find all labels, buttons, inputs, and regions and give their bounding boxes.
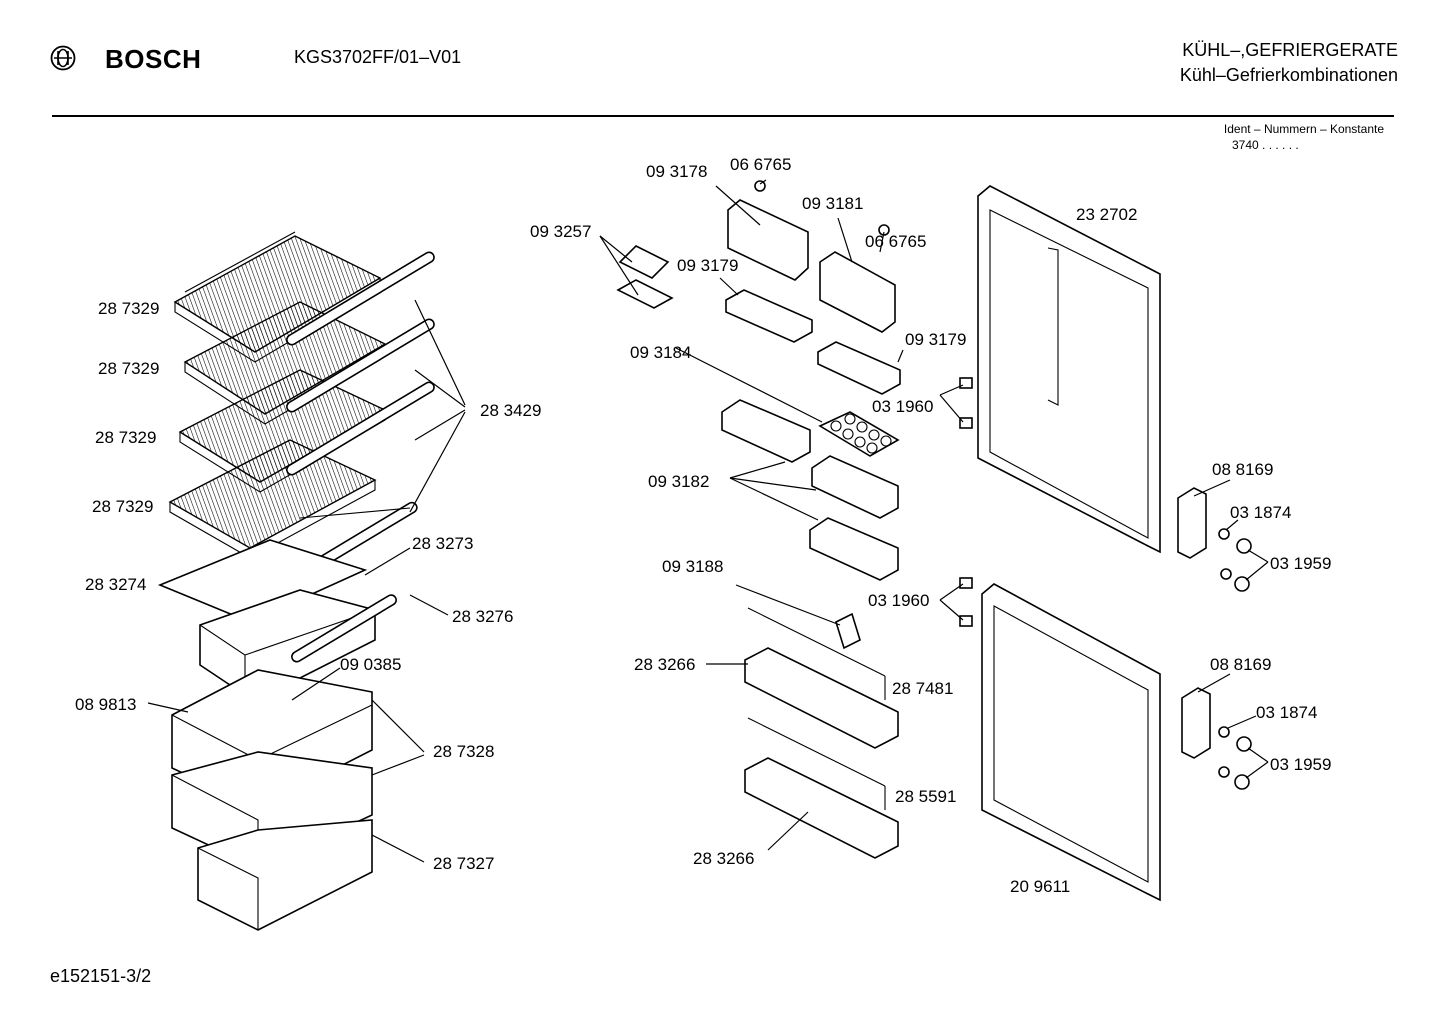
- part-labels-right: 23 2702 20 9611 08 8169 03 1874 03 1959 …: [1010, 205, 1331, 896]
- label-screw-top-1: 06 6765: [730, 155, 791, 174]
- door-shelf-upper: [744, 607, 899, 749]
- label-shelf-2: 28 7329: [98, 359, 159, 378]
- glass-plate: [157, 539, 368, 623]
- small-door-shelves: [725, 289, 901, 395]
- leader-lines-right: [1193, 479, 1269, 779]
- category-title: KÜHL–,GEFRIERGERATE: [1182, 40, 1398, 60]
- bosch-logo-icon: [50, 45, 76, 71]
- label-hinge-pin-upper: 03 1960: [872, 397, 933, 416]
- ident-label: Ident – Nummern – Konstante: [1223, 122, 1384, 136]
- part-labels-middle: 09 3178 06 6765 09 3181 06 6765 09 3257 …: [530, 155, 966, 868]
- label-shelf-1: 28 7329: [98, 299, 159, 318]
- shelf-trim-strips: [286, 251, 435, 586]
- leader-lines-left: [147, 299, 466, 863]
- leader-lines-middle: [599, 179, 964, 851]
- label-hinge-pin-lower: 03 1960: [868, 591, 929, 610]
- label-crisper-cover: 28 3273: [412, 534, 473, 553]
- label-handle-upper: 08 8169: [1212, 460, 1273, 479]
- label-bar-upper: 28 7481: [892, 679, 953, 698]
- door-bins: [721, 399, 899, 581]
- small-screws-middle: [754, 180, 973, 627]
- label-screw-handle-upper: 03 1874: [1230, 503, 1291, 522]
- label-cap-upper: 03 1959: [1270, 554, 1331, 573]
- handle-screws-caps: [1218, 528, 1252, 790]
- freezer-door-lower: [981, 583, 1161, 902]
- label-clip: 09 3188: [662, 557, 723, 576]
- label-ice-scoop: 09 0385: [340, 655, 401, 674]
- ident-value: 3740 . . . . . .: [1232, 138, 1299, 152]
- label-shelf-small-2: 09 3179: [905, 330, 966, 349]
- label-cap-lower: 03 1959: [1270, 755, 1331, 774]
- label-handle-lower: 08 8169: [1210, 655, 1271, 674]
- label-shelf-3: 28 7329: [95, 428, 156, 447]
- part-labels-left: 28 7329 28 7329 28 7329 28 7329 28 3429 …: [75, 299, 541, 873]
- label-crisper-trim: 28 3276: [452, 607, 513, 626]
- model-number: KGS3702FF/01–V01: [294, 47, 462, 67]
- label-shelf-small-1: 09 3179: [677, 256, 738, 275]
- label-screw-top-2: 06 6765: [865, 232, 926, 251]
- label-butter-lid: 09 3178: [646, 162, 707, 181]
- label-door-lower: 20 9611: [1010, 877, 1070, 896]
- drawing-id: e152151-3/2: [50, 966, 152, 986]
- label-screw-handle-lower: 03 1874: [1256, 703, 1317, 722]
- freezer-drawer-2: [171, 751, 373, 869]
- crisper-box: [199, 589, 397, 696]
- label-door-bins: 09 3182: [648, 472, 709, 491]
- label-door-shelf-lower: 28 3266: [693, 849, 754, 868]
- label-bar-lower: 28 5591: [895, 787, 956, 806]
- fridge-door-upper: [977, 185, 1161, 554]
- door-shelf-lower: [744, 717, 899, 859]
- label-shelf-trim: 28 3429: [480, 401, 541, 420]
- label-drawer-lower: 28 7327: [433, 854, 494, 873]
- header-divider: [52, 115, 1394, 117]
- label-shelf-4: 28 7329: [92, 497, 153, 516]
- label-egg-tray: 09 3184: [630, 343, 691, 362]
- label-lid-2: 09 3181: [802, 194, 863, 213]
- egg-tray: [818, 411, 900, 457]
- butter-compartment-lids: [727, 199, 896, 333]
- label-door-upper: 23 2702: [1076, 205, 1137, 224]
- door-handles: [1177, 487, 1211, 759]
- retaining-clip: [835, 612, 861, 650]
- label-small-box: 09 3257: [530, 222, 591, 241]
- label-glass-plate: 28 3274: [85, 575, 146, 594]
- category-subtitle: Kühl–Gefrierkombinationen: [1179, 65, 1398, 85]
- freezer-drawer-3: [197, 819, 373, 931]
- label-drawer-upper: 28 7328: [433, 742, 494, 761]
- label-ice-tray: 08 9813: [75, 695, 136, 714]
- label-door-shelf-upper: 28 3266: [634, 655, 695, 674]
- brand-name: BOSCH: [105, 44, 202, 74]
